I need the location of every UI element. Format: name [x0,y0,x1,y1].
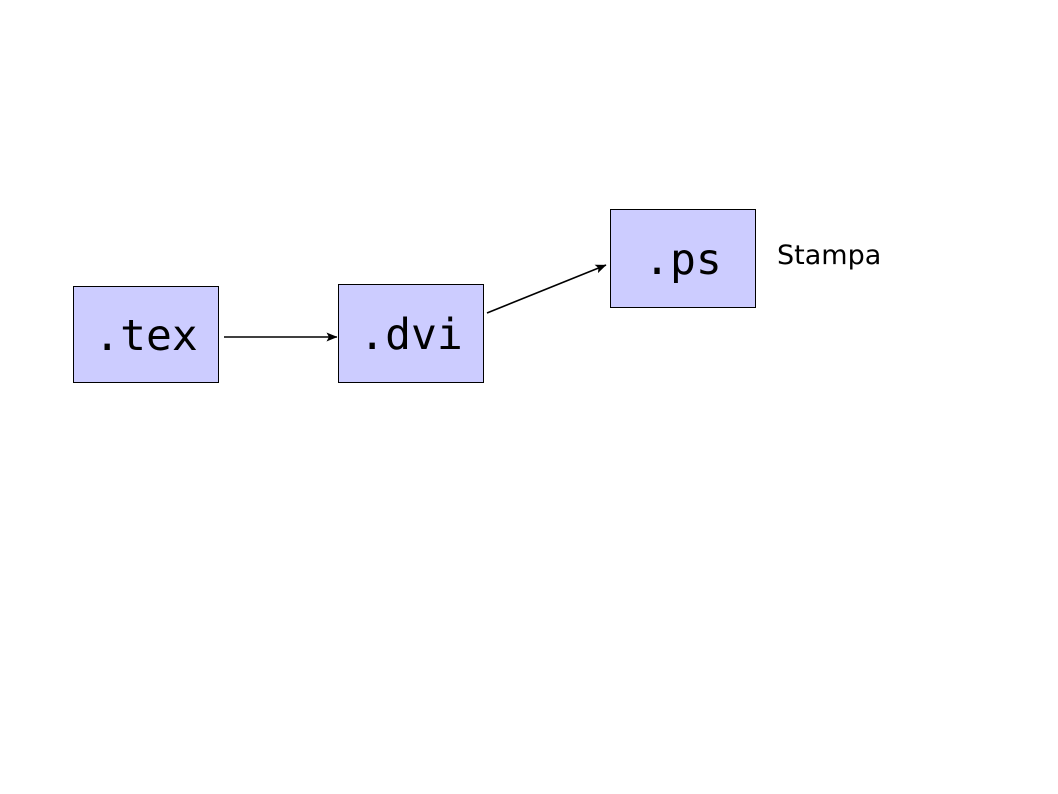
node-ps[interactable]: .ps [610,209,756,308]
node-tex[interactable]: .tex [73,286,219,383]
node-tex-label: .tex [94,311,198,361]
node-dvi-label: .dvi [359,310,463,360]
node-ps-label: .ps [644,235,722,285]
annotation-stampa: Stampa [777,240,882,271]
node-dvi[interactable]: .dvi [338,284,484,383]
edge-dvi-to-ps [486,264,607,314]
